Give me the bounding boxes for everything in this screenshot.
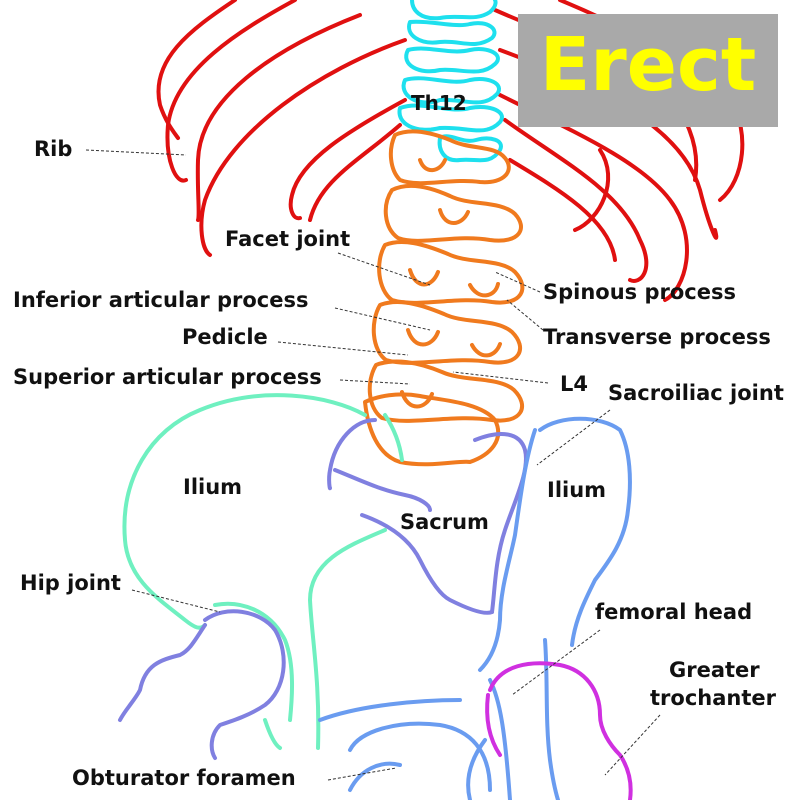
thoracic-vertebra-6 [437,134,503,163]
ilium-left-inner [308,528,387,750]
pelvis-right [318,416,632,800]
lumbar-vertebra-4 [371,300,523,365]
thoracic-vertebra-4 [401,76,501,105]
ilium-right-inner [478,428,537,672]
label-sacroiliac-joint: Sacroiliac joint [608,381,784,405]
leader-obturator [327,767,397,781]
label-inferior-articular-process: Inferior articular process [13,288,309,312]
rib-right-4 [503,118,649,283]
femoral-head-left [203,609,286,760]
leader-sacroiliac [536,409,611,466]
lumbar-detail-7 [470,342,502,358]
greater-trochanter-outline [485,661,633,800]
leader-superior-articular [339,379,411,385]
thoracic-vertebra-1 [410,0,498,21]
ilium-right-crest [538,416,632,647]
leader-hip-joint [131,589,221,613]
label-facet-joint: Facet joint [225,227,351,251]
erect-title: Erect [539,22,757,108]
lumbar-vertebra-1 [388,129,511,186]
lumbar-vertebrae [363,129,525,467]
sacrum-right-edge [473,432,528,614]
thoracic-vertebra-2 [407,19,497,47]
rib-left-3 [195,13,362,222]
sacrum-outline [118,418,528,760]
ischium-right [466,738,487,800]
ilium-left-hip [213,601,294,722]
thoracic-vertebra-5 [397,103,504,133]
pubic-lower [348,761,402,792]
rib-right-7 [573,148,611,232]
label-hip-joint: Hip joint [20,571,121,595]
lumbar-detail-6 [468,282,500,298]
label-obturator-foramen: Obturator foramen [72,766,296,790]
label-greater-trochanter-1: Greater [669,658,760,682]
sacrum-body [360,513,494,615]
label-transverse-process: Transverse process [543,325,771,349]
ilium-left-crest [122,393,367,630]
leader-femoral-head [511,629,601,696]
ilium-left-lower [263,718,282,750]
leader-transverse [506,299,544,331]
leader-facet-joint [337,252,431,286]
lumbar-detail-5 [400,390,434,409]
leader-greater-trochanter [604,714,661,776]
label-greater-trochanter-2: trochanter [650,686,776,710]
thoracic-vertebrae [397,0,504,163]
label-pedicle: Pedicle [182,325,268,349]
rib-left-2 [165,0,297,183]
lumbar-vertebra-5 [367,359,525,423]
rib-left-4 [199,38,407,257]
sacrum-left-edge [327,418,377,491]
thoracic-vertebra-3 [404,46,500,74]
ilium-crest-top [383,413,404,462]
label-ilium-left: Ilium [183,475,243,499]
rib-left-6 [308,123,402,222]
lumbar-vertebra-2 [383,183,523,243]
leader-spinous [494,271,541,293]
obturator-rim [348,721,492,792]
femoral-head-right [488,661,633,800]
leader-rib [85,149,187,156]
leader-inferior-articular [334,307,431,331]
label-rib: Rib [34,137,73,161]
lumbar-detail-1 [418,158,447,173]
label-sacrum: Sacrum [400,510,489,534]
label-spinous-process: Spinous process [543,280,736,304]
label-l4: L4 [560,372,588,396]
femur-shaft-right [543,638,560,800]
rib-left-5 [288,98,407,221]
label-superior-articular-process: Superior articular process [13,365,322,389]
leader-l4 [452,371,549,384]
sacrum-top [333,468,432,512]
label-th12: Th12 [411,91,467,115]
lumbar-detail-3 [408,268,440,287]
hip-socket-left [118,623,207,722]
pubic-left [318,698,462,722]
lumbar-detail-4 [406,328,440,347]
label-ilium-right: Ilium [547,478,607,502]
leader-pedicle [277,341,409,356]
rib-left-1 [156,0,237,140]
leader-lines [85,149,661,781]
lumbar-vertebra-6 [363,392,501,467]
label-femoral-head: femoral head [595,600,753,624]
lumbar-vertebra-3 [377,240,525,305]
trochanter-curve [485,693,502,757]
lumbar-detail-2 [438,208,470,225]
rib-right-5 [508,158,617,262]
ilium-outline [122,393,404,750]
erect-badge: Erect [518,14,778,127]
